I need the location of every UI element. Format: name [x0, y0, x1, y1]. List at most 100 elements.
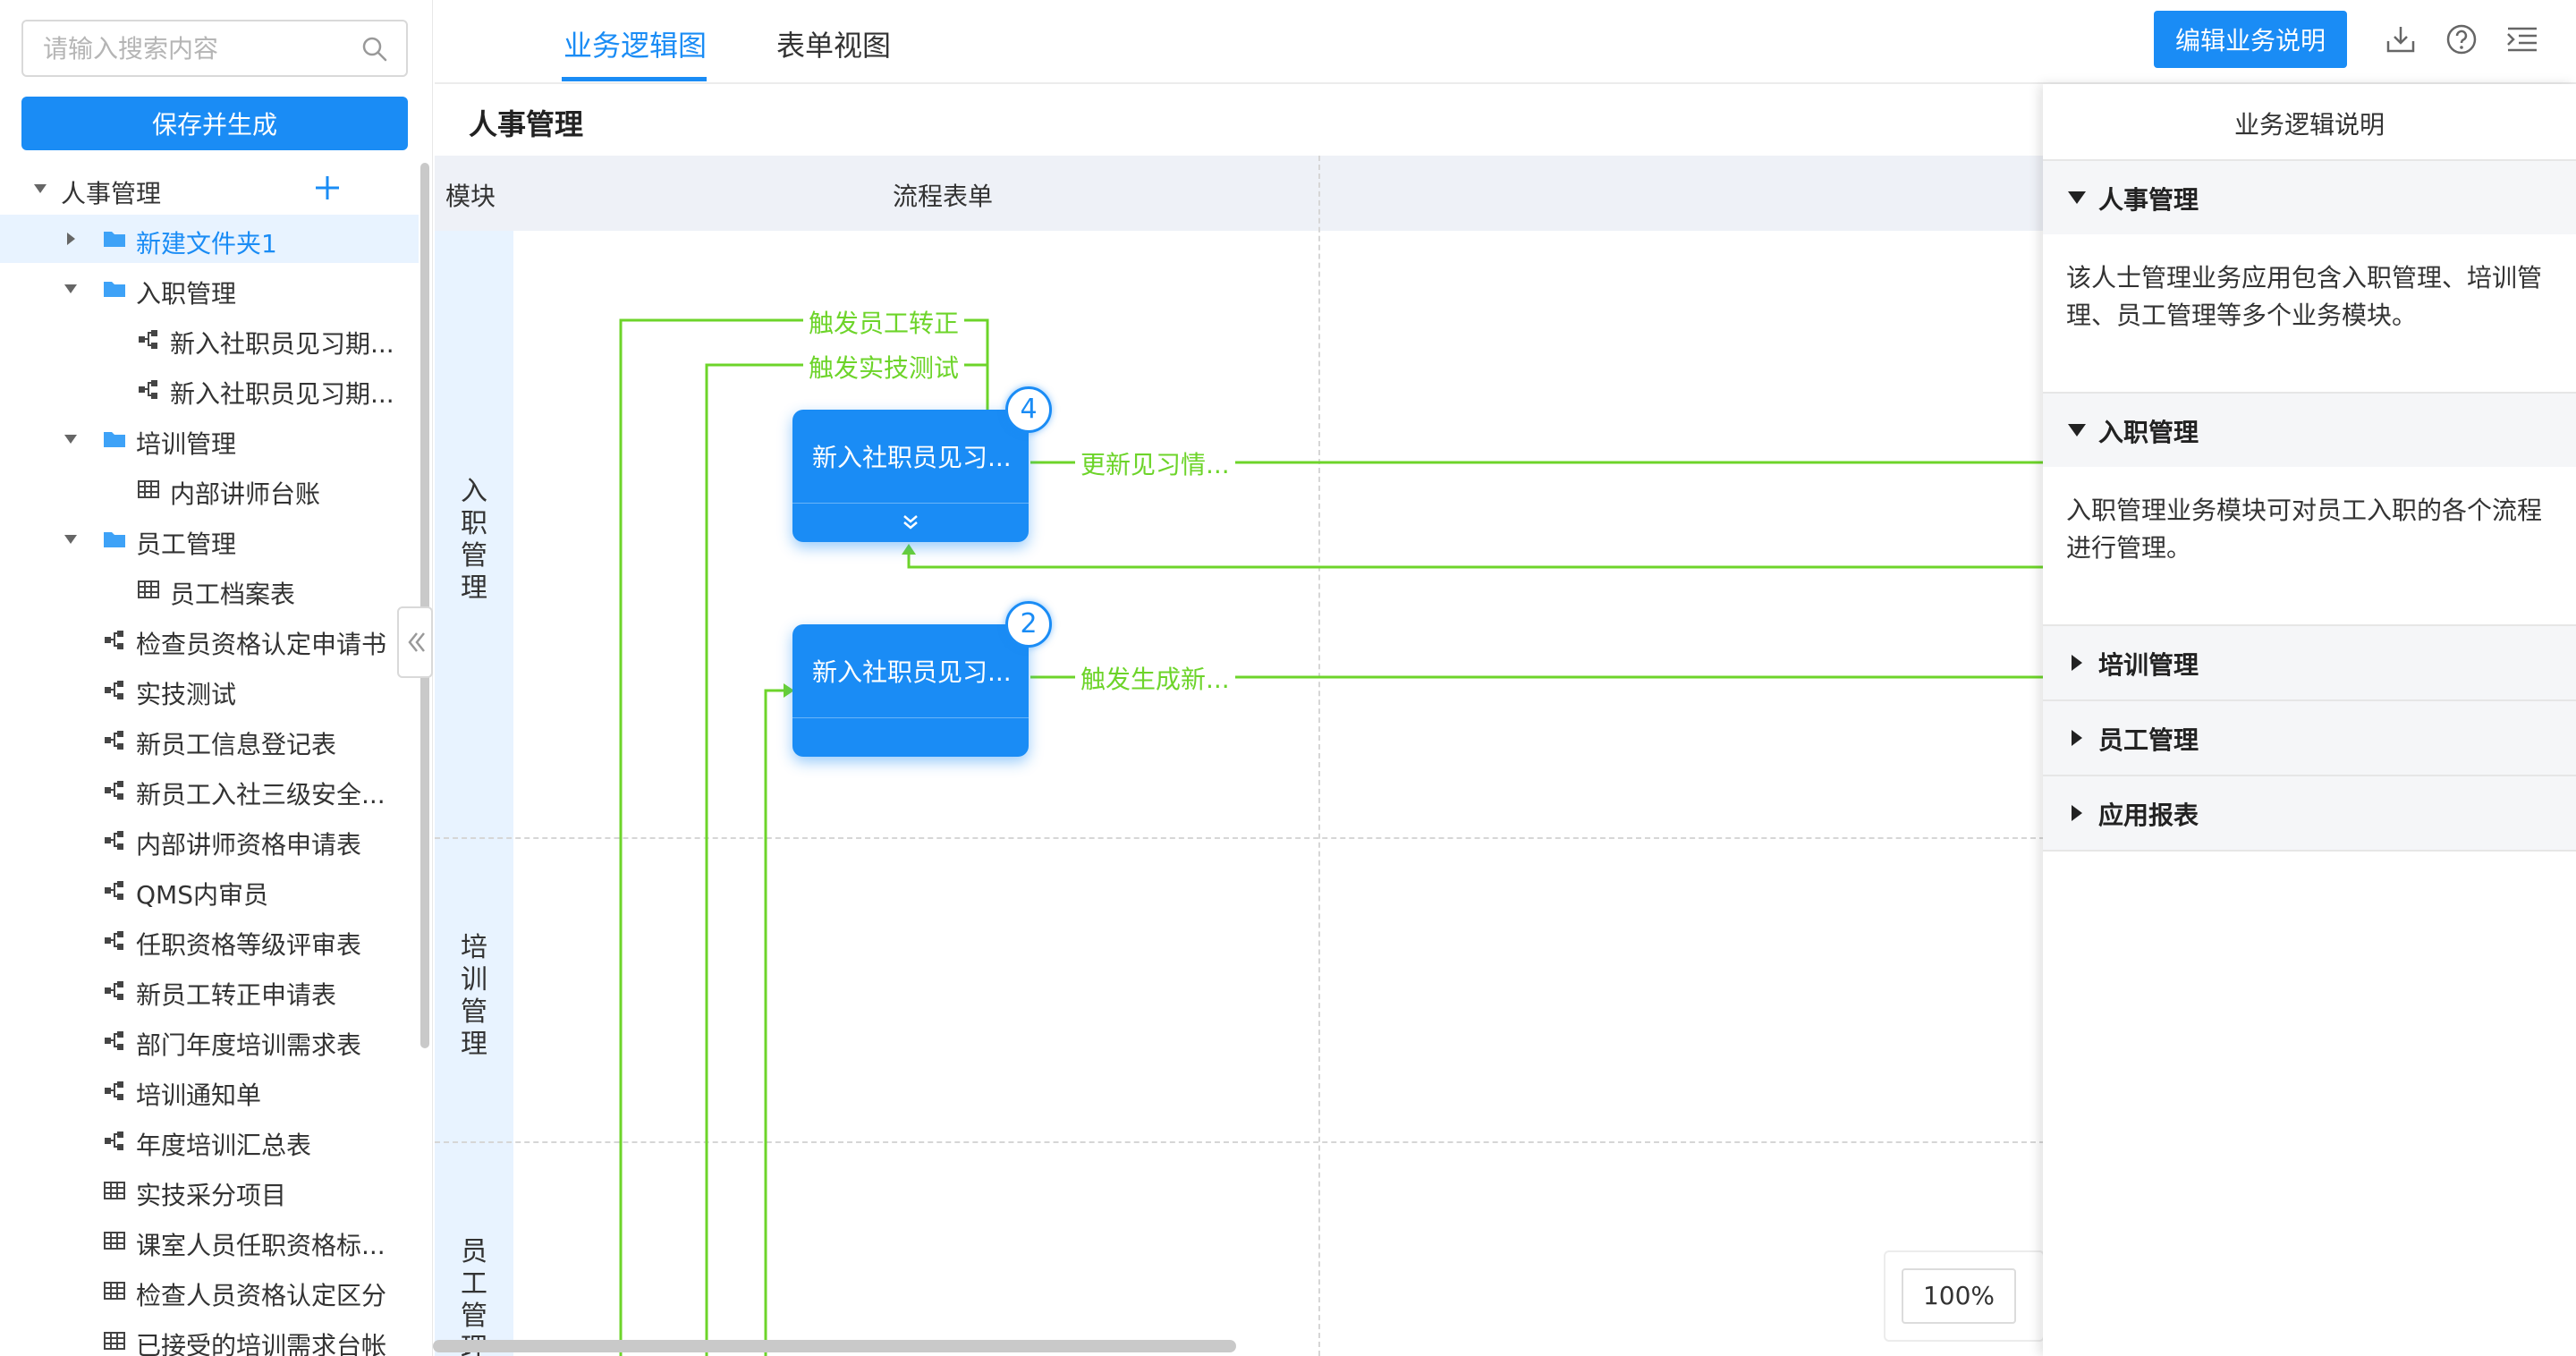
table-icon	[104, 1232, 125, 1250]
tree-item[interactable]: 新员工转正申请表	[0, 966, 419, 1014]
divider	[2043, 775, 2576, 776]
save-and-generate-button[interactable]: 保存并生成	[21, 97, 408, 150]
flow-node[interactable]: 新入社职员见习...	[792, 624, 1029, 757]
section-label: 人事管理	[2098, 185, 2199, 215]
tree-item[interactable]: 新员工入社三级安全...	[0, 766, 419, 814]
sidebar-scrollbar[interactable]	[420, 163, 429, 1048]
tree-item[interactable]: 部门年度培训需求表	[0, 1016, 419, 1064]
edge-label-trigger-generate[interactable]: 触发生成新...	[1075, 660, 1235, 696]
tree-item[interactable]: 入职管理	[0, 265, 419, 313]
folder-icon	[104, 432, 125, 447]
tree-item[interactable]: 员工档案表	[0, 565, 419, 614]
tab-form-view[interactable]: 表单视图	[776, 29, 892, 63]
table-icon	[138, 480, 159, 498]
column-header-flow: 流程表单	[893, 182, 994, 211]
add-icon[interactable]	[313, 174, 342, 202]
section-header-onboarding[interactable]: 入职管理	[2043, 394, 2576, 467]
tree-item[interactable]: QMS内审员	[0, 866, 419, 914]
tree-item[interactable]: 检查人员资格认定区分	[0, 1267, 419, 1315]
tree-item[interactable]: 已接受的培训需求台帐	[0, 1317, 419, 1356]
flow-icon	[105, 681, 123, 699]
tree-item[interactable]: 新入社职员见习期...	[0, 365, 419, 413]
tree-item-label: 检查员资格认定申请书	[136, 630, 387, 659]
lane-divider	[435, 837, 2045, 839]
flow-icon	[139, 330, 157, 349]
grid-header: 模块 流程表单	[435, 156, 2045, 231]
tree-item[interactable]: 任职资格等级评审表	[0, 916, 419, 964]
tab-business-logic[interactable]: 业务逻辑图	[564, 29, 708, 63]
section-header-staff[interactable]: 员工管理	[2043, 701, 2576, 775]
tree-item[interactable]: 内部讲师资格申请表	[0, 816, 419, 864]
flow-node[interactable]: 新入社职员见习...	[792, 410, 1029, 542]
tree-item[interactable]: 课室人员任职资格标...	[0, 1216, 419, 1265]
tree-item-label: 员工档案表	[170, 580, 296, 609]
tree-item[interactable]: 实技测试	[0, 665, 419, 714]
tree-item-label: 新入社职员见习期...	[170, 329, 394, 359]
outline-toggle-icon[interactable]	[2504, 21, 2540, 57]
edge-label-trigger-test[interactable]: 触发实技测试	[803, 349, 965, 385]
flow-icon	[105, 631, 123, 649]
tree-item-label: 任职资格等级评审表	[136, 930, 362, 960]
node-footer[interactable]	[792, 503, 1029, 542]
tree-item[interactable]: 内部讲师台账	[0, 465, 419, 513]
node-footer	[792, 717, 1029, 757]
search-icon[interactable]	[361, 36, 388, 63]
tree-item[interactable]: 年度培训汇总表	[0, 1116, 419, 1165]
page-title: 人事管理	[469, 107, 584, 141]
table-icon	[138, 581, 159, 598]
tree-item-label: 已接受的培训需求台帐	[136, 1331, 387, 1356]
tree-item-label: 检查人员资格认定区分	[136, 1281, 387, 1310]
caret-right-icon	[2072, 730, 2082, 746]
tree-item[interactable]: 新员工信息登记表	[0, 716, 419, 764]
tree-item-label: 新员工转正申请表	[136, 980, 337, 1010]
tree-item-label: 入职管理	[136, 279, 237, 309]
help-icon[interactable]	[2444, 21, 2479, 57]
flow-icon	[105, 881, 123, 900]
tree-item[interactable]: 检查员资格认定申请书	[0, 615, 419, 664]
tree-item[interactable]: 员工管理	[0, 515, 419, 564]
search-box	[21, 20, 408, 77]
edge-label-trigger-confirm[interactable]: 触发员工转正	[803, 304, 965, 340]
flow-icon	[105, 1131, 123, 1150]
section-label: 应用报表	[2098, 801, 2199, 830]
tree-item[interactable]: 培训管理	[0, 415, 419, 463]
caret-down-icon[interactable]	[63, 282, 79, 296]
section-header-reports[interactable]: 应用报表	[2043, 776, 2576, 850]
lane-label-training: 培训管理	[461, 932, 487, 1060]
node-count-badge: 4	[1005, 386, 1052, 433]
download-icon[interactable]	[2383, 21, 2419, 57]
caret-right-icon[interactable]	[63, 232, 79, 246]
collapse-sidebar-button[interactable]	[397, 606, 433, 678]
tree-item-label: 培训管理	[136, 429, 237, 459]
section-description: 该人士管理业务应用包含入职管理、培训管理、员工管理等多个业务模块。	[2066, 263, 2543, 330]
section-header-hr[interactable]: 人事管理	[2043, 161, 2576, 234]
zoom-control: 100%	[1884, 1250, 2045, 1342]
section-header-training[interactable]: 培训管理	[2043, 626, 2576, 699]
zoom-level[interactable]: 100%	[1902, 1268, 2016, 1324]
top-divider	[435, 82, 2576, 84]
divider	[2043, 159, 2576, 161]
tree-item[interactable]: 实技采分项目	[0, 1166, 419, 1215]
caret-down-icon[interactable]	[63, 432, 79, 446]
tree-item[interactable]: 新建文件夹1	[0, 215, 419, 263]
folder-icon	[104, 532, 125, 547]
column-divider	[1318, 156, 1320, 1356]
expand-down-icon[interactable]	[898, 509, 923, 534]
flow-icon	[105, 981, 123, 1000]
tree-item-label: 新入社职员见习期...	[170, 379, 394, 409]
edge-label-update-probation[interactable]: 更新见习情...	[1075, 445, 1235, 481]
flow-icon	[105, 781, 123, 800]
tree-item[interactable]: 培训通知单	[0, 1066, 419, 1114]
tree-item-label: 实技采分项目	[136, 1181, 287, 1210]
flow-icon	[105, 931, 123, 950]
folder-icon	[104, 232, 125, 247]
tree-item[interactable]: 人事管理	[0, 165, 419, 213]
search-input[interactable]	[43, 21, 365, 75]
caret-down-icon[interactable]	[32, 182, 48, 196]
tree-item[interactable]: 新入社职员见习期...	[0, 315, 419, 363]
caret-down-icon[interactable]	[63, 532, 79, 547]
divider	[2043, 699, 2576, 701]
canvas-horizontal-scrollbar[interactable]	[433, 1340, 1236, 1352]
edit-description-button[interactable]: 编辑业务说明	[2154, 11, 2347, 68]
